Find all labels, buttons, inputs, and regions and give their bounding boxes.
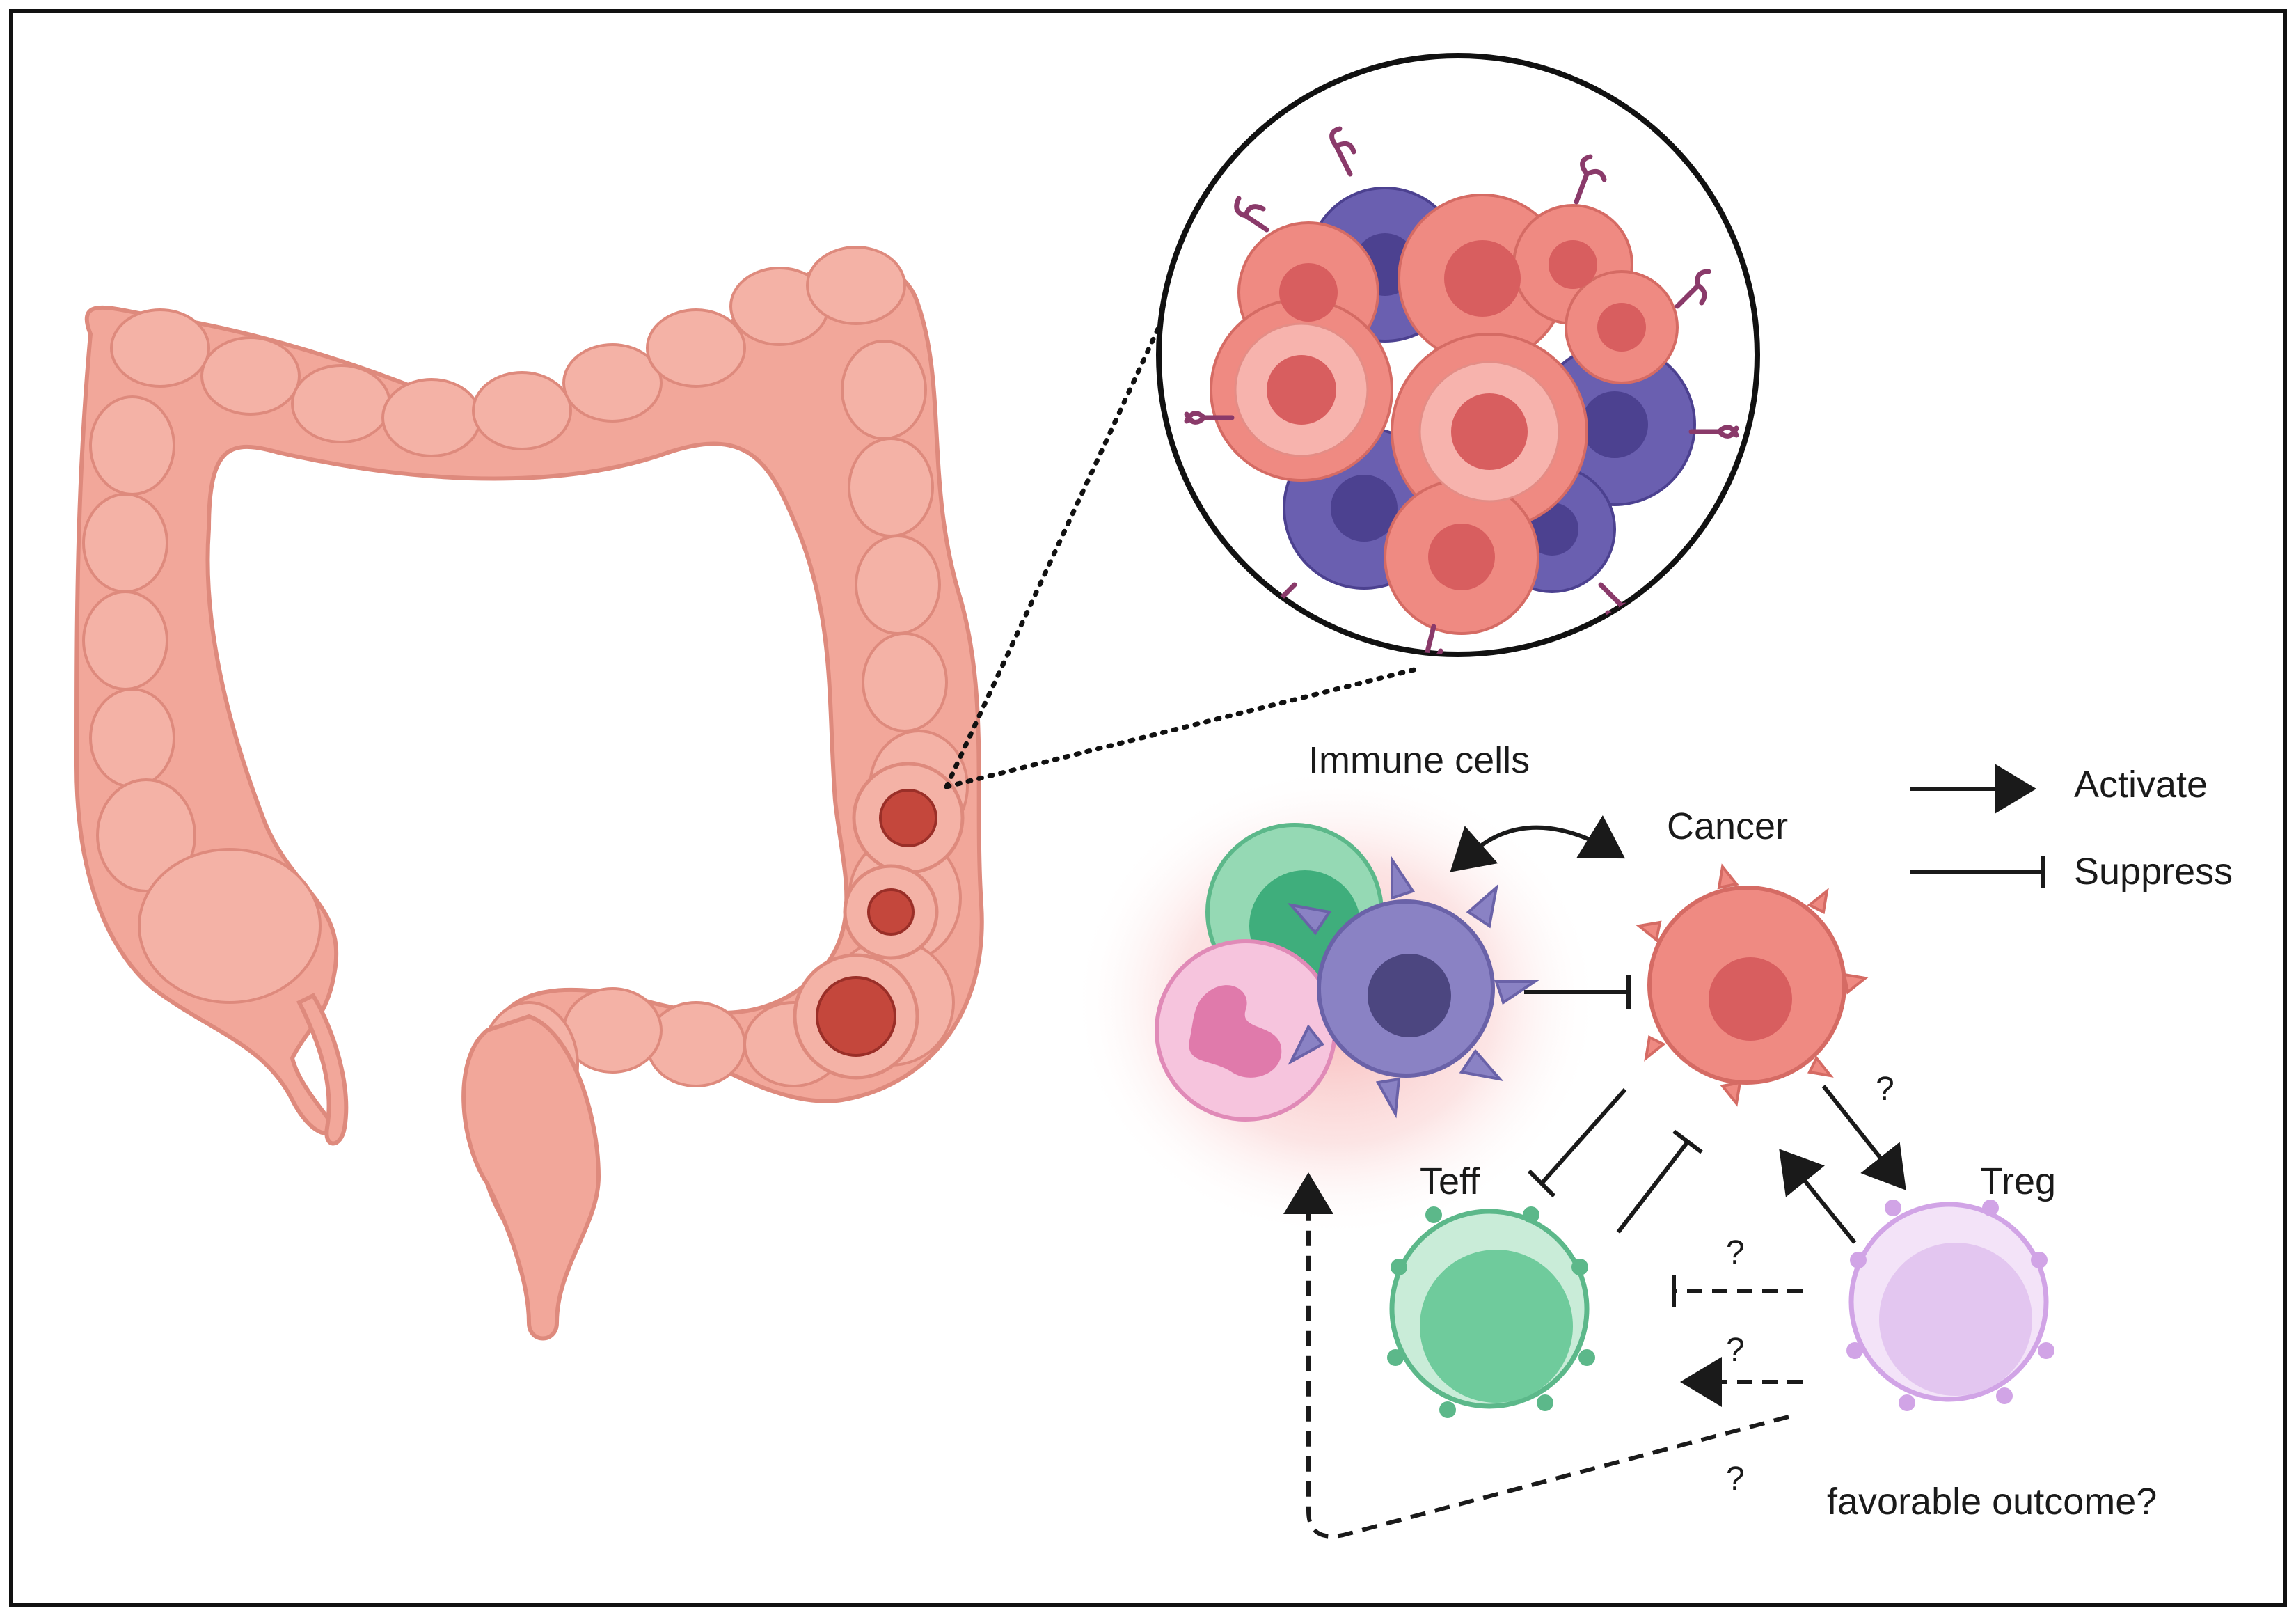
tumor-microenvironment-zoom (1156, 53, 1760, 657)
immune-cells-cluster (1072, 766, 1601, 1239)
interaction-arrows (1283, 815, 1906, 1539)
question-mark-treg-suppress-teff: ? (1726, 1234, 1745, 1271)
immune-cancer-bidirectional-arrow (1450, 815, 1626, 872)
legend: Activate Suppress (1910, 764, 2233, 892)
cancer-cell (1636, 863, 1869, 1107)
treg-activate-cancer-arrow (1779, 1149, 1857, 1244)
immune-cells-label: Immune cells (1308, 739, 1530, 781)
teff-cell (1387, 1206, 1595, 1418)
treg-cell (1846, 1200, 2054, 1411)
question-mark-cancer-treg: ? (1876, 1071, 1894, 1108)
question-mark-treg-immune: ? (1726, 1461, 1745, 1497)
zoom-line-bottom (944, 666, 1423, 789)
cancer-activate-treg-arrow (1821, 1085, 1906, 1190)
teff-suppress-cancer-line (1616, 1140, 1690, 1234)
treg-to-immune-dashed-arrow (1283, 1172, 1789, 1539)
colon-illustration (74, 246, 984, 1341)
treg-label: Treg (1980, 1161, 2056, 1202)
cancer-label: Cancer (1667, 805, 1788, 847)
legend-suppress-label: Suppress (2074, 851, 2233, 892)
zoom-line-top (944, 279, 1182, 789)
question-mark-treg-activate-teff: ? (1726, 1332, 1745, 1369)
legend-activate-label: Activate (2074, 764, 2208, 805)
favorable-outcome-label: favorable outcome? (1827, 1481, 2157, 1523)
dendritic-cell (1287, 855, 1539, 1119)
colon-tumors (793, 762, 965, 1080)
cancer-suppress-teff-line (1539, 1088, 1627, 1185)
teff-label: Teff (1420, 1161, 1480, 1202)
